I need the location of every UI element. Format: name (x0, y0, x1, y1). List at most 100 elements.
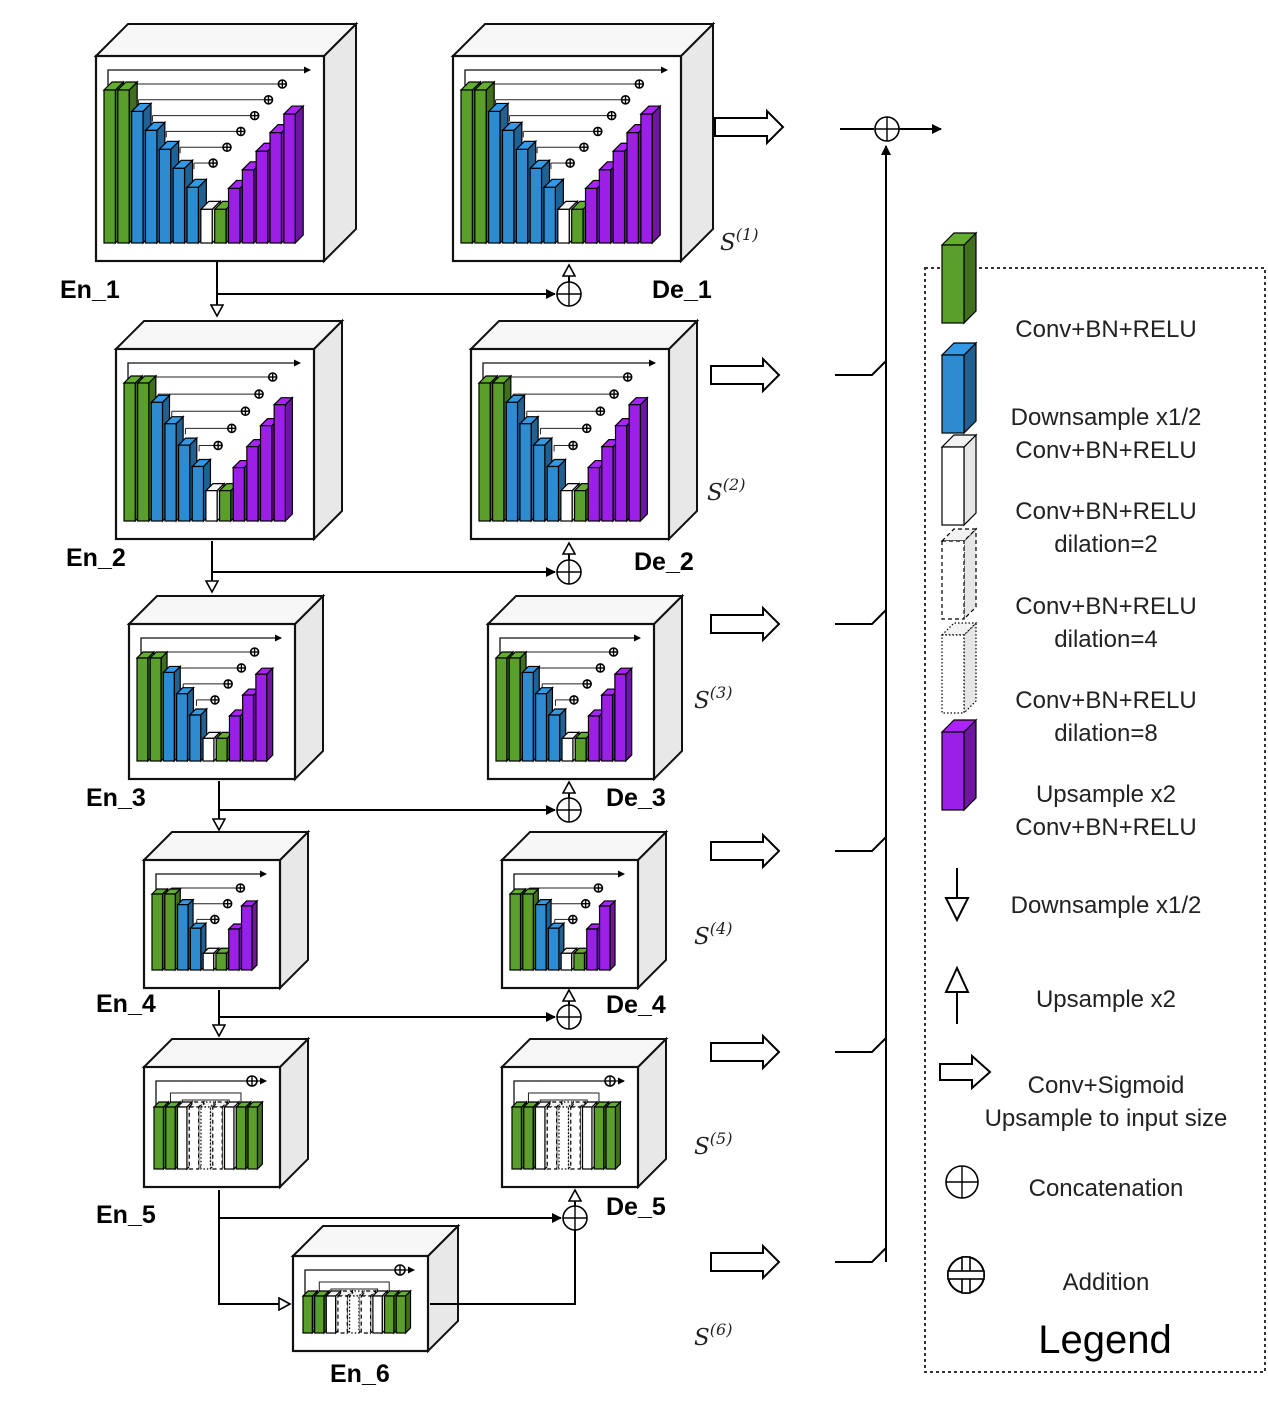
legend-item-9-text: Upsample to input size (985, 1105, 1228, 1132)
legend-item-5-text: dilation=8 (1054, 720, 1157, 747)
concat-icon (606, 110, 617, 121)
concat-icon (222, 898, 233, 909)
conv-bar (394, 1289, 412, 1335)
concat-icon (580, 898, 591, 909)
encoder-1-block (93, 21, 359, 264)
legend-title: Legend (1038, 1318, 1171, 1362)
skip-connections (127, 359, 301, 452)
concat-icon (236, 126, 246, 137)
dashed-block-icon (940, 527, 978, 621)
concat-icon (634, 79, 645, 89)
decoder-2-block (468, 318, 700, 542)
side-output-line (835, 360, 887, 376)
side-output-3-label: S(3) (694, 683, 732, 714)
side-output-arrow (710, 605, 781, 643)
side-output-arrow (714, 108, 785, 146)
encoder-5-label: En_5 (96, 1201, 156, 1229)
encoder-2-block (113, 318, 345, 542)
decoder-2-label: De_2 (634, 548, 694, 576)
concat-icon (568, 440, 578, 451)
concat-icon (565, 158, 575, 168)
concat-icon (240, 406, 251, 417)
concat-icon (235, 883, 246, 893)
concat-icon (226, 423, 237, 434)
side-output-line (835, 1247, 887, 1263)
concat-icon (595, 406, 606, 417)
encoder-6-label: En_6 (330, 1360, 390, 1388)
legend-item-1-text: Conv+BN+RELU (1015, 316, 1196, 343)
concat-icon (263, 95, 274, 105)
side-output-arrow (710, 1033, 781, 1071)
conv-bar (604, 1100, 622, 1171)
skip-connections (499, 634, 641, 706)
concat-icon (277, 79, 288, 89)
legend-item-7-text: Downsample x1/2 (1011, 892, 1202, 919)
legend-item-5-text: Conv+BN+RELU (1015, 687, 1196, 714)
concat-icon (210, 914, 220, 925)
side-output-5-label: S(5) (694, 1129, 732, 1160)
downsample-arrow (218, 1218, 290, 1304)
dotted-block-icon (940, 621, 978, 715)
concat-icon (236, 663, 247, 673)
decoder-5-block (499, 1036, 669, 1190)
skip-connections (107, 66, 311, 170)
side-output-line (835, 836, 887, 852)
decoder-4-label: De_4 (606, 991, 666, 1019)
concat-icon (556, 281, 582, 307)
concat-icon (556, 559, 582, 585)
blue-block-icon (940, 341, 978, 435)
connection-arrows (212, 108, 942, 1304)
white-block-icon (940, 433, 978, 527)
upsample-bar (272, 396, 294, 523)
skip-connections (155, 870, 267, 926)
side-output-line (835, 1037, 887, 1053)
downsample-bar (545, 458, 567, 523)
upsample-bar (282, 104, 305, 245)
decoder-4-block (499, 829, 669, 991)
legend-item-2-text: Conv+BN+RELU (1015, 437, 1196, 464)
down-arrow-icon (944, 868, 970, 923)
concat-icon (582, 679, 592, 689)
side-output-arrow (710, 356, 781, 394)
concat-icon (622, 372, 633, 382)
upsample-bar (613, 666, 634, 763)
legend-item-4-text: Conv+BN+RELU (1015, 593, 1196, 620)
concat-icon (609, 389, 619, 399)
decoder-3-label: De_3 (606, 784, 666, 812)
legend-item-3-text: dilation=2 (1054, 531, 1157, 558)
encoder-5-block (141, 1036, 311, 1190)
concat-icon (213, 440, 223, 451)
upsample-bar (240, 899, 259, 972)
concat-icon (562, 1205, 588, 1231)
legend-item-9-text: Conv+Sigmoid (1028, 1072, 1185, 1099)
concat-icon (254, 389, 264, 399)
concat-icon (945, 1165, 979, 1199)
conv-bar (246, 1100, 264, 1171)
legend-item-6-text: Upsample x2 (1036, 781, 1176, 808)
upsample-bar (639, 104, 662, 245)
concat-icon (593, 883, 604, 893)
addition-icon (947, 1256, 985, 1294)
hollow-arrow-icon (939, 1053, 992, 1091)
encoder-3-label: En_3 (86, 784, 146, 812)
skip-connections (482, 359, 656, 452)
concat-icon (604, 1075, 616, 1087)
decoder-3-block (485, 593, 685, 782)
concat-icon (249, 647, 260, 657)
concat-icon (267, 372, 278, 382)
concat-icon (593, 126, 603, 137)
side-output-6-label: S(6) (694, 1320, 732, 1351)
concat-icon (874, 116, 900, 142)
concat-icon (595, 663, 606, 673)
legend-item-6-text: Conv+BN+RELU (1015, 814, 1196, 841)
side-output-2-label: S(2) (707, 475, 745, 506)
side-output-line (835, 609, 887, 625)
concat-icon (223, 679, 233, 689)
upsample-bar (254, 666, 275, 763)
encoder-2-label: En_2 (66, 544, 126, 572)
concat-icon (568, 914, 578, 925)
concat-icon (208, 158, 218, 168)
encoder-3-block (126, 593, 326, 782)
concat-icon (556, 797, 582, 823)
